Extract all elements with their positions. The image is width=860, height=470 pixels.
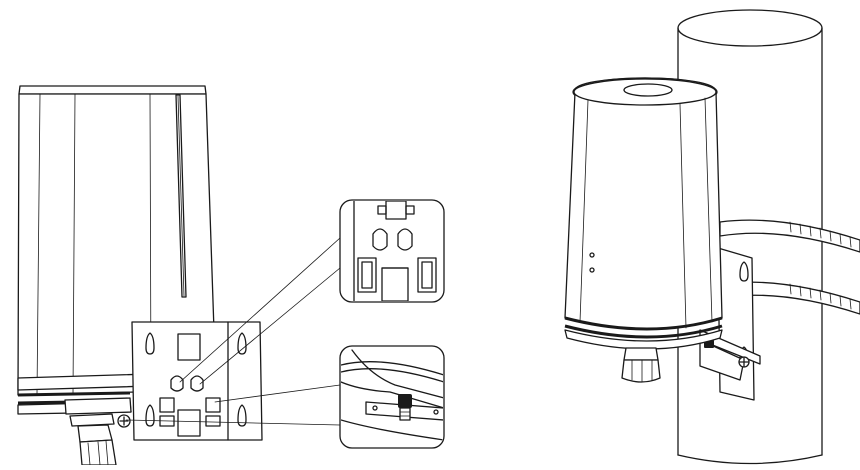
screw-icon bbox=[738, 356, 750, 368]
leader-lines bbox=[125, 237, 341, 426]
callout-top bbox=[339, 199, 445, 303]
cable-gland-icon bbox=[621, 347, 661, 383]
cable-gland-icon bbox=[69, 413, 117, 466]
screw-icon bbox=[117, 414, 131, 428]
screw-icon bbox=[398, 394, 412, 421]
router-unit-right bbox=[564, 77, 723, 350]
right-panel bbox=[564, 9, 860, 465]
left-panel bbox=[17, 85, 341, 466]
callout-bottom bbox=[339, 345, 445, 449]
